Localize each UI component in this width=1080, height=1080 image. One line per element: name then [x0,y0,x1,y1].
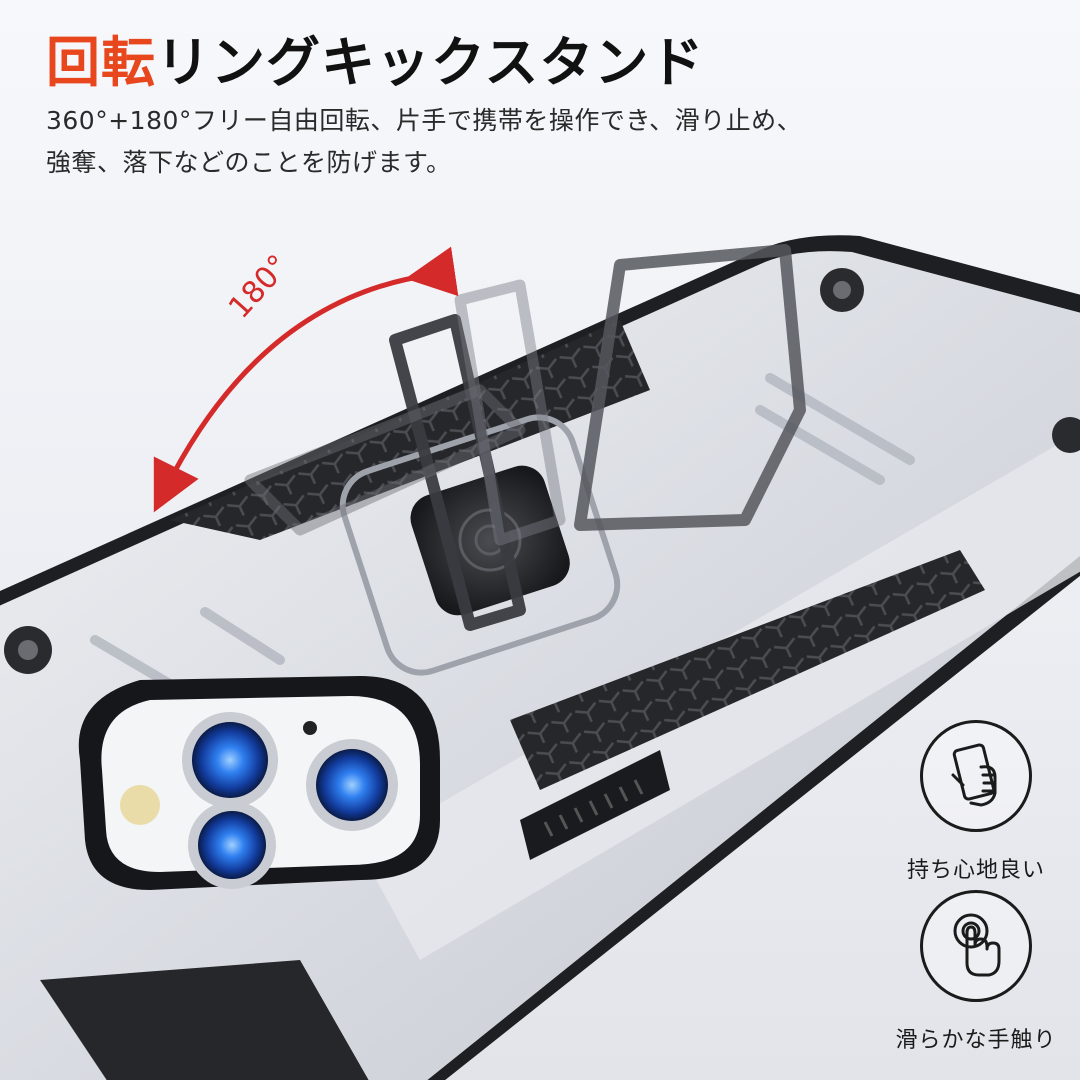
description-line-2: 強奪、落下などのことを防げます。 [46,148,452,177]
feature-comfortable-grip: 持ち心地良い [876,720,1076,884]
feature-label: 持ち心地良い [906,858,1045,883]
description: 360°+180°フリー自由回転、片手で携帯を操作でき、滑り止め、 強奪、落下な… [46,100,886,184]
feature-icon-circle [920,890,1032,1002]
mic-dot [303,721,317,735]
title-accent: 回転 [46,31,156,94]
feature-smooth-touch: 滑らかな手触り [876,890,1076,1054]
grip-lower [510,550,985,790]
screw-right [1052,417,1080,453]
hand-holding-phone-icon [951,743,997,807]
title-main: リングキックスタンド [156,31,705,94]
feature-icon-circle [920,720,1032,832]
side-button [520,750,670,860]
flash [120,785,160,825]
feature-label: 滑らかな手触り [895,1028,1057,1053]
finger-touch-icon [953,913,1001,977]
camera-module [78,676,440,890]
rotation-arrow [153,246,459,513]
page-title: 回転リングキックスタンド [46,30,704,96]
description-line-1: 360°+180°フリー自由回転、片手で携帯を操作でき、滑り止め、 [46,106,803,135]
